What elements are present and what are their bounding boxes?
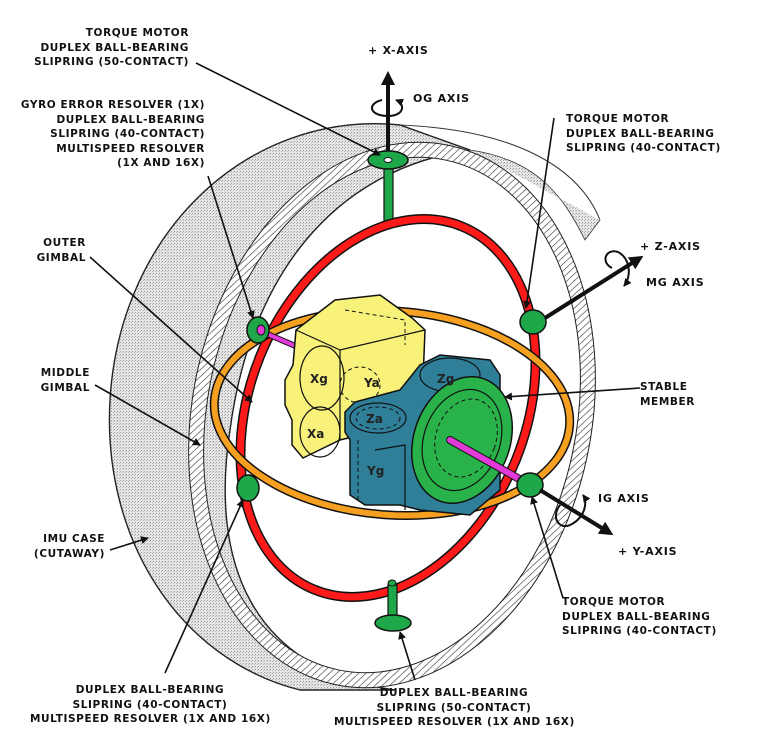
callout-bottom-center-bearing: DUPLEX BALL-BEARING SLIPRING (50-CONTACT… bbox=[334, 687, 575, 728]
x-axis-arrow bbox=[371, 71, 404, 155]
block-label-ya: Ya bbox=[363, 376, 380, 390]
callout-imu-case: IMU CASE (CUTAWAY) bbox=[33, 533, 105, 560]
block-label-yg: Yg bbox=[366, 464, 384, 478]
block-label-xg: Xg bbox=[310, 372, 328, 386]
mg-axis-label: MG AXIS bbox=[646, 276, 705, 289]
imu-case bbox=[108, 123, 601, 691]
outer-gimbal-ring bbox=[235, 214, 541, 602]
y-axis-label: + Y-AXIS bbox=[618, 545, 678, 558]
y-axis-arrow bbox=[538, 488, 614, 536]
left-lower-bearing bbox=[236, 474, 260, 502]
callout-bottom-left-bearing: DUPLEX BALL-BEARING SLIPRING (40-CONTACT… bbox=[30, 684, 271, 725]
stable-member: Xg Ya Xa Zg Za Yg bbox=[284, 294, 534, 516]
callout-stable-member: STABLE MEMBER bbox=[640, 381, 695, 408]
imu-case-cut-edge bbox=[188, 142, 596, 688]
top-bearing bbox=[367, 150, 409, 226]
z-axis-label: + Z-AXIS bbox=[640, 240, 701, 253]
right-upper-bearing bbox=[519, 309, 547, 335]
callout-top-right-torque-motor: TORQUE MOTOR DUPLEX BALL-BEARING SLIPRIN… bbox=[566, 113, 721, 154]
z-axis-arrow bbox=[543, 250, 644, 320]
block-label-xa: Xa bbox=[307, 427, 324, 441]
callout-bottom-right-torque-motor: TORQUE MOTOR DUPLEX BALL-BEARING SLIPRIN… bbox=[562, 596, 717, 637]
callout-outer-gimbal: OUTER GIMBAL bbox=[36, 237, 86, 264]
callout-gyro-error-resolver: GYRO ERROR RESOLVER (1X) DUPLEX BALL-BEA… bbox=[20, 99, 205, 169]
og-axis-label: OG AXIS bbox=[413, 92, 470, 105]
bottom-bearing bbox=[374, 579, 412, 632]
callout-top-left-torque-motor: TORQUE MOTOR DUPLEX BALL-BEARING SLIPRIN… bbox=[34, 27, 189, 68]
block-label-zg: Zg bbox=[437, 372, 454, 386]
right-lower-bearing bbox=[516, 472, 544, 498]
ig-axis-label: IG AXIS bbox=[598, 492, 650, 505]
x-axis-label: + X-AXIS bbox=[368, 44, 429, 57]
leader-lines bbox=[89, 62, 641, 681]
callout-middle-gimbal: MIDDLE GIMBAL bbox=[40, 367, 90, 394]
block-label-za: Za bbox=[366, 412, 383, 426]
left-bearing bbox=[246, 316, 302, 351]
imu-case-outer-shell bbox=[108, 123, 471, 691]
